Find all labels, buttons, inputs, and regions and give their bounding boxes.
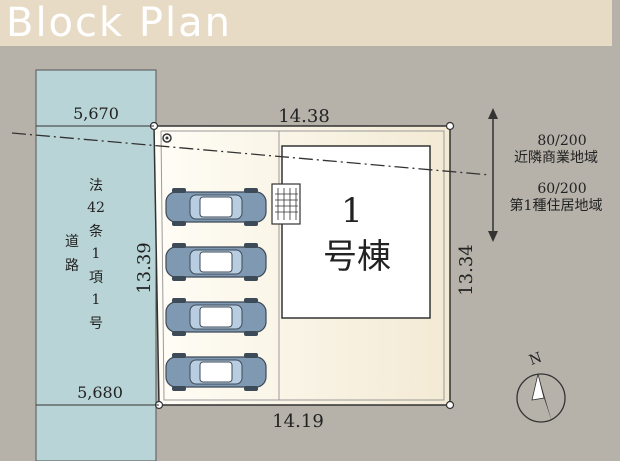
car-icon: [165, 297, 267, 337]
lot-right-dimension: 13.34: [456, 244, 477, 296]
road-label-char: 条: [89, 223, 103, 240]
road-width-bottom-label: 5,680: [77, 383, 123, 402]
road-label-char: 1: [92, 292, 101, 308]
meter-box-icon: [271, 183, 301, 225]
road-label-char: 号: [89, 316, 103, 332]
road-label-char: 道: [65, 234, 79, 250]
road-strip: [35, 69, 157, 461]
building-footprint: [281, 145, 431, 319]
header-band: [0, 0, 612, 46]
road-label-char: 1: [92, 246, 101, 262]
car-icon: [165, 352, 267, 392]
road-label-char: 法: [89, 178, 103, 194]
road-label: 法 42 条 1 項 1 号 道 路: [65, 178, 105, 332]
building-label-name: 号棟: [323, 237, 391, 277]
building-label-number: 1: [341, 191, 363, 231]
lot-inner-border: [160, 130, 445, 401]
car-icon: [165, 187, 267, 227]
corner-marker: [445, 400, 455, 410]
lot-bottom-dimension: 14.19: [272, 411, 324, 432]
zoning-upper-ratio: 80/200: [537, 133, 586, 149]
compass-north-label: N: [527, 350, 544, 369]
road-label-char: 路: [65, 258, 79, 274]
road-width-top-label: 5,670: [73, 104, 119, 123]
lot-left-dimension: 13.39: [134, 242, 155, 294]
zoning-upper-name: 近隣商業地域: [514, 150, 598, 166]
zoning-boundary-line: [11, 132, 491, 176]
zoning-lower-name: 第1種住居地域: [510, 197, 603, 214]
road-label-char: 42: [87, 200, 105, 216]
north-compass-icon: [516, 373, 566, 423]
zoning-arrow-icon: [488, 108, 498, 242]
car-icon: [165, 242, 267, 282]
lot-top-dimension: 14.38: [278, 106, 330, 127]
zoning-lower-ratio: 60/200: [537, 181, 586, 197]
utility-symbol-dot: [165, 136, 169, 140]
corner-marker: [445, 121, 455, 131]
page-title: Block Plan: [6, 0, 232, 46]
road-label-char: 項: [89, 270, 103, 286]
